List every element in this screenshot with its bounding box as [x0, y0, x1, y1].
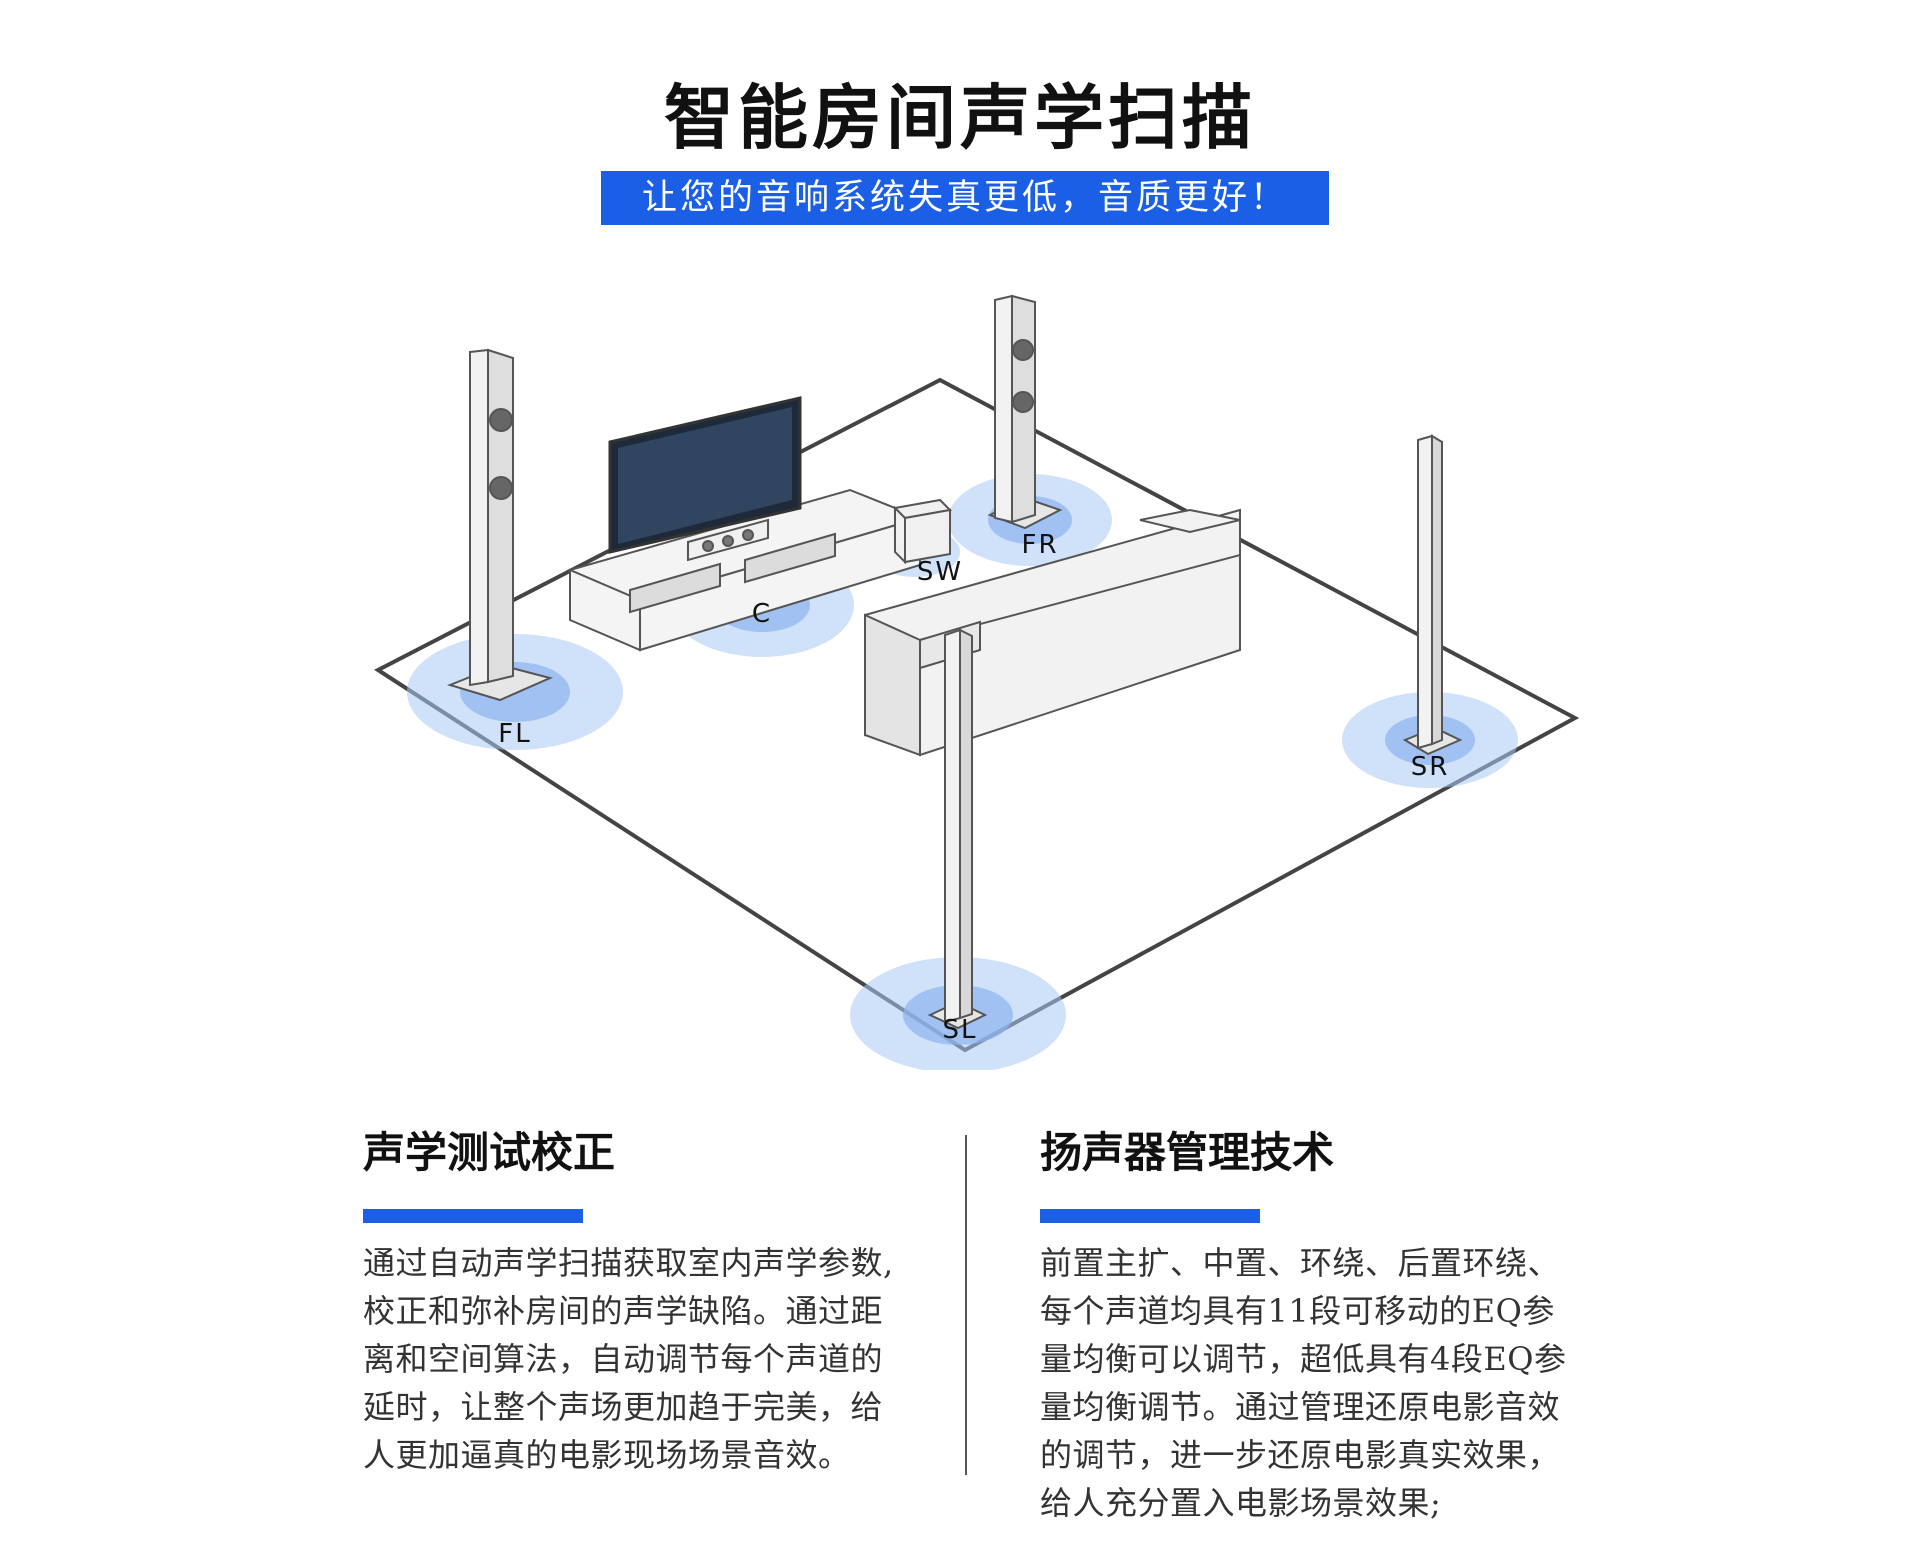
- body-line: 的调节，进一步还原电影真实效果，: [1040, 1436, 1561, 1474]
- body-line: 通过自动声学扫描获取室内声学参数,: [363, 1244, 894, 1282]
- surround-right-speaker: [1402, 434, 1463, 756]
- speaker-label-c: C: [752, 599, 772, 629]
- body-line: 校正和弥补房间的声学缺陷。通过距: [363, 1292, 884, 1330]
- speaker-label-sr: SR: [1411, 752, 1450, 782]
- speaker-label-fl: FL: [498, 719, 531, 749]
- center-speaker: [687, 518, 769, 562]
- body-line: 人更加逼真的电影现场场景音效。: [363, 1436, 851, 1474]
- speaker-label-sl: SL: [943, 1015, 978, 1045]
- heading-underline: [1040, 1209, 1260, 1223]
- section-body: 通过自动声学扫描获取室内声学参数, 校正和弥补房间的声学缺陷。通过距 离和空间算…: [363, 1239, 923, 1479]
- body-line: 每个声道均具有11段可移动的EQ参: [1040, 1292, 1555, 1330]
- room-speaker-diagram: FL C SW FR SR SL: [374, 294, 1580, 1070]
- television: [608, 396, 802, 554]
- speaker-label-fr: FR: [1021, 530, 1058, 560]
- body-line: 量均衡可以调节，超低具有4段EQ参: [1040, 1340, 1567, 1378]
- body-line: 延时，让整个声场更加趋于完美，给: [363, 1388, 884, 1426]
- surround-left-speaker: [927, 628, 988, 1030]
- section-heading: 扬声器管理技术: [1040, 1128, 1335, 1177]
- body-line: 离和空间算法，自动调节每个声道的: [363, 1340, 884, 1378]
- front-right-speaker: [987, 294, 1063, 530]
- column-divider: [965, 1135, 967, 1475]
- body-line: 前置主扩、中置、环绕、后置环绕、: [1040, 1244, 1561, 1282]
- body-line: 给人充分置入电影场景效果;: [1040, 1484, 1442, 1522]
- subtitle-banner: 让您的音响系统失真更低，音质更好！: [601, 171, 1329, 225]
- section-heading: 声学测试校正: [363, 1128, 616, 1177]
- section-acoustic-calibration: 声学测试校正 通过自动声学扫描获取室内声学参数, 校正和弥补房间的声学缺陷。通过…: [363, 1125, 923, 1479]
- speaker-label-sw: SW: [917, 557, 963, 587]
- front-left-speaker: [446, 348, 554, 702]
- section-body: 前置主扩、中置、环绕、后置环绕、 每个声道均具有11段可移动的EQ参 量均衡可以…: [1040, 1239, 1600, 1527]
- body-line: 量均衡调节。通过管理还原电影音效: [1040, 1388, 1561, 1426]
- page-title: 智能房间声学扫描: [664, 76, 1256, 159]
- heading-underline: [363, 1209, 583, 1223]
- subwoofer: [892, 498, 953, 565]
- section-speaker-management: 扬声器管理技术 前置主扩、中置、环绕、后置环绕、 每个声道均具有11段可移动的E…: [1040, 1125, 1600, 1527]
